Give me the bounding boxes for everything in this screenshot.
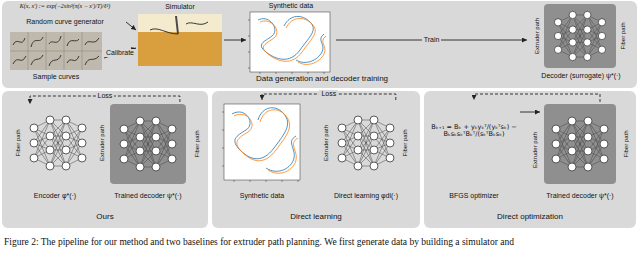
sim-sand (138, 32, 222, 66)
node-label: Synthetic data (246, 2, 336, 10)
plot-area (250, 12, 330, 72)
edge-label: Calibrate (104, 49, 136, 57)
node-label: Trained decoder ψ*(·) (540, 192, 620, 200)
plot-curve-blue (258, 16, 324, 62)
plot-curve-orange (234, 110, 298, 174)
path-label: Fiber path (619, 6, 627, 66)
decoder-box (544, 4, 616, 68)
network-icon (338, 116, 394, 170)
network-box: Trained decoder ψ*(·) (106, 102, 190, 204)
formula-text: Bₖ₊₁ = Bₖ + yₖyₖᵀ/(yₖᵀsₖ) − BₖsₖsₖᵀBₖᵀ/(… (428, 124, 520, 139)
network-icon (554, 11, 605, 60)
node-label: Simulator (136, 3, 224, 11)
plot-ticks (248, 20, 324, 74)
network-icon (120, 117, 176, 171)
panel: Direct optimization Bₖ₊₁ = Bₖ + yₖyₖᵀ/(yₖ… (424, 91, 636, 228)
panel-ground (424, 91, 636, 228)
panel: Direct learning Synthetic data Direct lear… (212, 91, 420, 228)
band: Data generation and decoder training K(x,… (2, 1, 637, 88)
sim-fiber (186, 22, 208, 24)
simulator-picture (138, 14, 222, 66)
tile-grid (10, 32, 102, 70)
path-label: Fiber path (401, 113, 409, 173)
path-label: Extruder path (531, 120, 539, 180)
path-label: Fiber path (622, 114, 630, 174)
node-label: Encoder φ*(·) (14, 192, 96, 200)
node-label: Trained decoder ψ*(·) (106, 192, 190, 200)
decoder-box (110, 104, 186, 184)
flow-arrow (224, 40, 246, 41)
flow-arrow (104, 48, 136, 58)
photo-box: Sample curves (8, 31, 104, 85)
band-ground (2, 1, 637, 88)
simulator-box: Simulator (136, 2, 224, 68)
network-box: Decoder (surrogate) ψ*(·) (527, 2, 635, 86)
formula-text: K(x, x′) := exp(−2sin²(π(x − x′)/T)/ℓ²) (4, 3, 126, 10)
flow-arrow (126, 22, 136, 30)
node-label: Data generation and decoder training (202, 74, 442, 83)
sim-extruder (176, 16, 178, 34)
panel-ground (2, 91, 208, 228)
plot-curve-orange (260, 18, 326, 64)
sample-curve (13, 36, 99, 66)
network-box: Direct learning φdl(·) (318, 100, 414, 204)
network-box: Encoder φ*(·) (14, 104, 96, 204)
edge-label: Loss (96, 92, 115, 100)
network-icon (552, 117, 608, 171)
generator-box: K(x, x′) := exp(−2sin²(π(x − x′)/T)/ℓ²) R… (4, 2, 126, 30)
decoder-box (544, 104, 616, 184)
flow-arrow (520, 112, 540, 113)
node-label: BFGS optimizer (428, 192, 520, 200)
node-label: Ours (2, 212, 208, 221)
node-label: Direct learning φdl(·) (318, 192, 414, 200)
plot-area (224, 104, 300, 180)
synthetic-plot (222, 104, 300, 182)
plot-curve-blue (232, 108, 296, 172)
node-label: Synthetic data (220, 192, 304, 200)
synthetic-plot (248, 12, 330, 74)
edge-label: Train (422, 36, 442, 44)
plot-box: Synthetic data (246, 2, 336, 74)
node-label: Sample curves (8, 73, 104, 81)
sim-fiber (150, 29, 178, 34)
node-label: Decoder (surrogate) ψ*(·) (527, 72, 635, 80)
photo-ground (10, 32, 102, 70)
plot-box: Synthetic data (220, 100, 304, 204)
network-icon (30, 116, 86, 170)
loss-arrow (474, 94, 600, 102)
path-label: Extruder path (322, 113, 330, 173)
optimizer-box: Bₖ₊₁ = Bₖ + yₖyₖᵀ/(yₖᵀsₖ) − BₖsₖsₖᵀBₖᵀ/(… (428, 100, 520, 204)
node-label: Direct optimization (424, 212, 636, 221)
edge-label: Loss (319, 90, 338, 98)
sim-sky (138, 14, 222, 66)
node-label: Direct learning (212, 212, 420, 221)
path-label: Extruder path (98, 113, 106, 173)
network-box: Trained decoder ψ*(·) (540, 102, 620, 204)
sample-photo (10, 32, 102, 70)
path-label: Fiber path (14, 113, 22, 173)
panel-ground (212, 91, 420, 228)
figure-caption: Figure 2: The pipeline for our method an… (4, 236, 636, 248)
node-label: Random curve generator (4, 18, 126, 26)
path-label: Fiber path (193, 114, 201, 174)
path-label: Extruder path (533, 6, 541, 66)
